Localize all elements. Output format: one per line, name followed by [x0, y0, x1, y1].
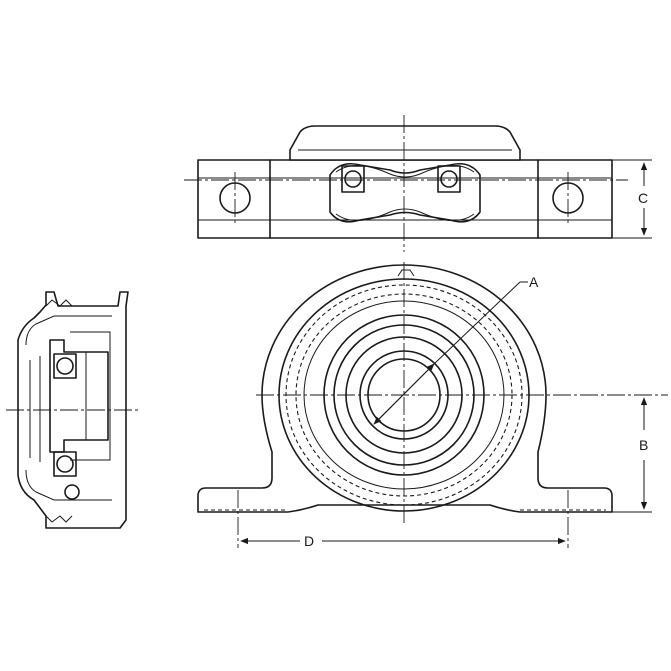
- dimension-d: D: [240, 533, 566, 549]
- dimension-c: C: [612, 159, 652, 239]
- side-view: [6, 291, 138, 529]
- dimension-a: A: [373, 274, 539, 425]
- dimension-label-c: C: [638, 190, 648, 206]
- dimension-label-d: D: [304, 533, 314, 549]
- front-view: [197, 262, 668, 548]
- dimension-label-b: B: [639, 437, 648, 453]
- dimension-b: B: [612, 397, 652, 513]
- dimension-label-a: A: [529, 274, 539, 290]
- top-view: [184, 115, 628, 252]
